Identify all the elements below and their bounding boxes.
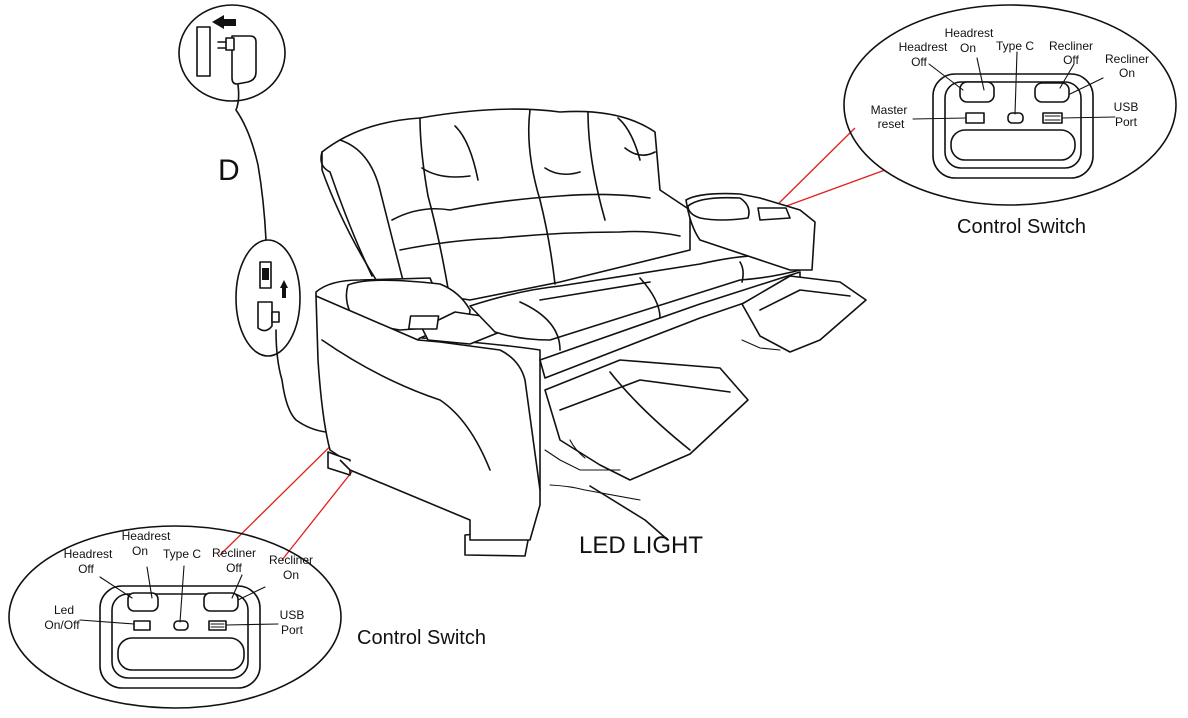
label-right_panel-recliner_on-1: On <box>1119 66 1135 80</box>
right-bar-button <box>950 129 1076 161</box>
left-footrest <box>544 359 749 481</box>
power-adapter: D <box>178 4 327 433</box>
left-led-button <box>133 620 151 631</box>
label-left_panel-headrest_on-1: On <box>132 544 148 558</box>
right-reset-button <box>965 112 985 124</box>
wall-outlet-icon <box>196 26 211 77</box>
label-left_panel-recliner_off-1: Off <box>226 561 242 575</box>
label-right_panel-recliner_on-0: Recliner <box>1105 52 1149 66</box>
right-type-c-label: Type C <box>996 39 1034 53</box>
right-usb-port <box>1042 112 1063 124</box>
left-control-switch <box>407 315 440 330</box>
label-right_panel-headrest_off-1: Off <box>911 55 927 69</box>
svg-text:Recliner: Recliner <box>1105 52 1149 66</box>
right-type-c-port <box>1007 112 1024 124</box>
svg-text:Recliner: Recliner <box>1049 39 1093 53</box>
svg-text:Master: Master <box>871 103 908 117</box>
label-right_panel-reset-1: reset <box>878 117 905 131</box>
right-panel-circle <box>843 4 1177 206</box>
svg-text:Headrest: Headrest <box>945 26 994 40</box>
svg-text:On/Off: On/Off <box>44 618 80 632</box>
label-left_panel-recliner_on-1: On <box>283 568 299 582</box>
sofa-base <box>339 459 541 541</box>
left-type-c-label: Type C <box>163 547 201 561</box>
right-control-switch <box>757 207 791 221</box>
left-control-panel: Headrest On Headrest Off Type C Recliner… <box>8 525 486 709</box>
svg-text:Off: Off <box>1063 53 1079 67</box>
svg-text:Off: Off <box>911 55 927 69</box>
left-recliner-button <box>203 592 239 612</box>
left-panel-circle <box>8 525 342 709</box>
svg-text:Off: Off <box>78 562 94 576</box>
label-right_panel-usb-0: USB <box>1114 100 1139 114</box>
left-headrest-button <box>127 592 159 612</box>
adapter-plug-circle <box>178 4 286 102</box>
arrow-up-down-icon <box>280 280 288 298</box>
label-left_panel-headrest_on-0: Headrest <box>122 529 171 543</box>
svg-text:Led: Led <box>54 603 74 617</box>
adapter-letter: D <box>218 154 240 187</box>
right-panel-title: Control Switch <box>957 216 1086 238</box>
svg-text:On: On <box>960 41 976 55</box>
left-usb-port <box>208 620 227 631</box>
led-light-label: LED LIGHT <box>579 532 703 559</box>
label-left_panel-headrest_off-0: Headrest <box>64 547 113 561</box>
svg-text:USB: USB <box>280 608 305 622</box>
plug-body-icon <box>231 35 257 85</box>
label-right_panel-usb-1: Port <box>1115 115 1138 129</box>
label-right_panel-recliner_off-1: Off <box>1063 53 1079 67</box>
left-type-c-port <box>173 620 189 631</box>
svg-text:Headrest: Headrest <box>122 529 171 543</box>
label-left_panel-recliner_on-0: Recliner <box>269 553 313 567</box>
label-left_panel-usb-1: Port <box>281 623 304 637</box>
label-right_panel-headrest_off-0: Headrest <box>899 40 948 54</box>
svg-text:Off: Off <box>226 561 242 575</box>
svg-text:Headrest: Headrest <box>64 547 113 561</box>
adapter-connector-circle <box>235 239 301 357</box>
svg-text:Port: Port <box>1115 115 1138 129</box>
label-left_panel-usb-0: USB <box>280 608 305 622</box>
connector-bottom-icon <box>257 301 273 332</box>
svg-text:On: On <box>1119 66 1135 80</box>
label-left_panel-reset-1: On/Off <box>44 618 80 632</box>
label-left_panel-recliner_off-0: Recliner <box>212 546 256 560</box>
leg <box>327 451 351 476</box>
svg-text:Recliner: Recliner <box>212 546 256 560</box>
svg-text:USB: USB <box>1114 100 1139 114</box>
label-left_panel-reset-0: Led <box>54 603 74 617</box>
svg-text:Headrest: Headrest <box>899 40 948 54</box>
sofa-back <box>321 108 691 301</box>
svg-text:Recliner: Recliner <box>269 553 313 567</box>
left-panel-title: Control Switch <box>357 627 486 649</box>
arrow-left-icon <box>212 15 236 29</box>
right-headrest-button <box>959 81 995 103</box>
led-leader-line <box>589 485 669 541</box>
right-arm-cushion <box>687 196 750 221</box>
label-right_panel-reset-0: Master <box>871 103 908 117</box>
label-right_panel-recliner_off-0: Recliner <box>1049 39 1093 53</box>
label-left_panel-headrest_off-1: Off <box>78 562 94 576</box>
svg-text:Port: Port <box>281 623 304 637</box>
svg-text:On: On <box>283 568 299 582</box>
label-right_panel-headrest_on-0: Headrest <box>945 26 994 40</box>
right-control-panel: Headrest On Headrest Off Type C Recliner… <box>843 4 1177 238</box>
recliner-sofa <box>315 108 867 557</box>
left-bar-button <box>117 637 245 671</box>
label-right_panel-headrest_on-1: On <box>960 41 976 55</box>
svg-text:reset: reset <box>878 117 905 131</box>
right-recliner-button <box>1034 82 1070 103</box>
svg-text:On: On <box>132 544 148 558</box>
